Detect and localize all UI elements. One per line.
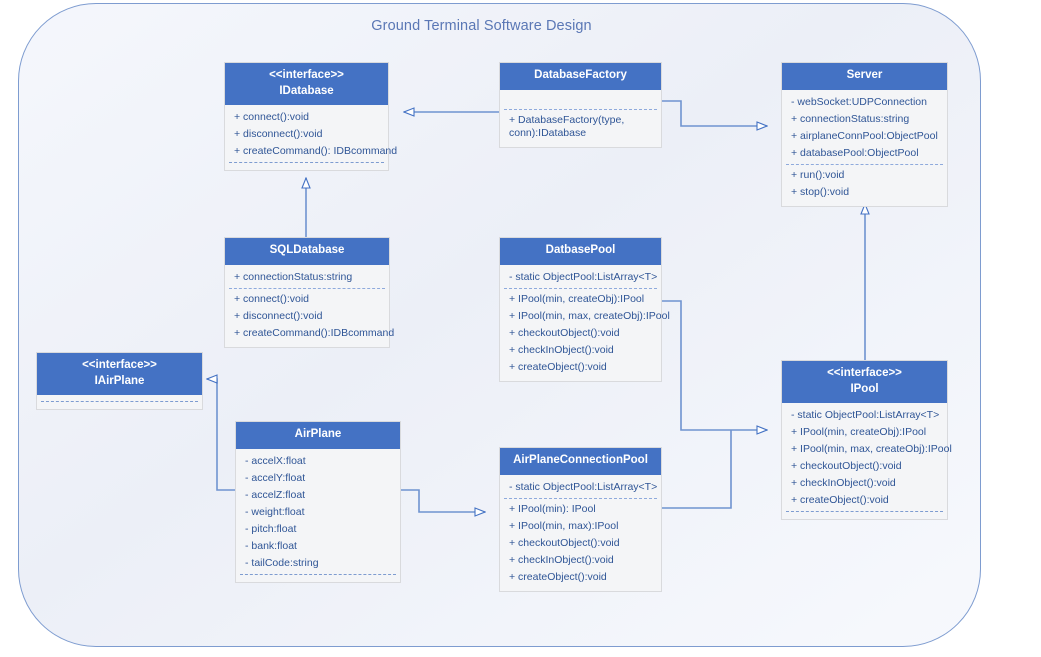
class-header-datbasepool: DatbasePool bbox=[500, 238, 661, 265]
class-attributes-databasefactory: + DatabaseFactory(type, conn):IDatabase bbox=[500, 90, 661, 147]
class-members-iairplane bbox=[37, 395, 202, 409]
member-row: - accelX:float bbox=[245, 454, 306, 467]
member-row: + DatabaseFactory(type, conn):IDatabase bbox=[509, 113, 625, 139]
compartment-divider bbox=[229, 287, 385, 289]
class-members-sqldatabase: + connectionStatus:string + connect():vo… bbox=[225, 265, 395, 347]
member-row: - tailCode:string bbox=[245, 556, 319, 569]
member-row: + IPool(min, max):IPool bbox=[509, 519, 619, 532]
class-box-idatabase[interactable]: <<interface>> IDatabase + connect():void… bbox=[224, 62, 398, 171]
compartment-divider bbox=[504, 497, 657, 499]
member-row: + connectionStatus:string bbox=[234, 270, 353, 283]
empty-compartment bbox=[500, 94, 661, 107]
class-box-airplane[interactable]: AirPlane - accelX:float - accelY:float -… bbox=[235, 421, 401, 583]
class-name-label: SQLDatabase bbox=[269, 244, 345, 256]
class-box-server[interactable]: Server - webSocket:UDPConnection + conne… bbox=[781, 62, 948, 207]
class-members-datbasepool: - static ObjectPool:ListArray<T> + IPool… bbox=[500, 265, 670, 381]
wire-acpool-ipool bbox=[662, 430, 732, 509]
member-row: + IPool(min, max, createObj):IPool bbox=[791, 443, 952, 455]
class-members-idatabase: + connect():void + disconnect():void + c… bbox=[225, 105, 398, 170]
member-row: + checkoutObject():void bbox=[509, 326, 620, 339]
compartment-divider bbox=[240, 573, 396, 575]
member-row: - pitch:float bbox=[245, 522, 297, 535]
class-name-label: IDatabase bbox=[279, 84, 334, 97]
member-row: + disconnect():void bbox=[234, 128, 323, 140]
class-name-label: IPool bbox=[850, 382, 879, 395]
class-box-airplaneconnectionpool[interactable]: AirPlaneConnectionPool - static ObjectPo… bbox=[499, 447, 662, 592]
class-members-airplane: - accelX:float - accelY:float - accelZ:f… bbox=[236, 449, 400, 582]
member-row: + airplaneConnPool:ObjectPool bbox=[791, 129, 938, 142]
member-row: - static ObjectPool:ListArray<T> bbox=[509, 480, 658, 493]
wire-dbfactory-server bbox=[662, 100, 767, 126]
member-row: + IPool(min, createObj):IPool bbox=[791, 426, 927, 438]
member-row: + createCommand():IDBcommand bbox=[234, 326, 395, 339]
class-name-label: DatbasePool bbox=[545, 244, 616, 256]
class-header-sqldatabase: SQLDatabase bbox=[225, 238, 389, 265]
class-box-datbasepool[interactable]: DatbasePool - static ObjectPool:ListArra… bbox=[499, 237, 670, 382]
stereotype-label: <<interface>> bbox=[827, 367, 902, 379]
class-name-label: AirPlaneConnectionPool bbox=[513, 454, 648, 466]
member-row: + disconnect():void bbox=[234, 309, 323, 322]
member-row: + checkoutObject():void bbox=[791, 460, 902, 472]
class-name-label: Server bbox=[846, 69, 883, 81]
compartment-divider bbox=[504, 287, 657, 289]
wire-airplane-acpool bbox=[401, 489, 485, 512]
class-header-idatabase: <<interface>> IDatabase bbox=[225, 63, 388, 105]
member-row: - static ObjectPool:ListArray<T> bbox=[791, 409, 940, 421]
class-box-databasefactory[interactable]: DatabaseFactory + DatabaseFactory(type, … bbox=[499, 62, 662, 148]
class-members-ipool: - static ObjectPool:ListArray<T> + IPool… bbox=[782, 403, 952, 519]
compartment-divider bbox=[786, 511, 943, 512]
member-row: + createObject():void bbox=[791, 494, 889, 506]
member-row: - accelZ:float bbox=[245, 488, 306, 501]
member-row: + checkInObject():void bbox=[791, 477, 896, 489]
compartment-divider bbox=[229, 162, 384, 163]
class-header-databasefactory: DatabaseFactory bbox=[500, 63, 661, 90]
compartment-divider bbox=[786, 163, 943, 165]
member-row: - static ObjectPool:ListArray<T> bbox=[509, 270, 658, 283]
class-members-airplaneconnectionpool: - static ObjectPool:ListArray<T> + IPool… bbox=[500, 475, 661, 591]
class-name-label: AirPlane bbox=[294, 428, 342, 440]
class-members-server: - webSocket:UDPConnection + connectionSt… bbox=[782, 90, 947, 206]
compartment-divider bbox=[504, 108, 657, 110]
class-header-ipool: <<interface>> IPool bbox=[782, 361, 947, 403]
class-header-airplane: AirPlane bbox=[236, 422, 400, 449]
member-row: - accelY:float bbox=[245, 471, 306, 484]
member-row: + checkInObject():void bbox=[509, 343, 614, 356]
compartment-divider bbox=[41, 401, 198, 402]
member-row: + connectionStatus:string bbox=[791, 112, 910, 125]
member-row: + IPool(min): IPool bbox=[509, 502, 596, 515]
stereotype-label: <<interface>> bbox=[82, 359, 157, 371]
member-row: + stop():void bbox=[791, 185, 850, 198]
class-header-iairplane: <<interface>> IAirPlane bbox=[37, 353, 202, 395]
class-box-ipool[interactable]: <<interface>> IPool - static ObjectPool:… bbox=[781, 360, 952, 520]
class-name-label: IAirPlane bbox=[94, 374, 145, 387]
wire-airplane-iairplane bbox=[207, 379, 235, 491]
member-row: + databasePool:ObjectPool bbox=[791, 146, 919, 159]
class-name-label: DatabaseFactory bbox=[534, 69, 627, 81]
member-row: + IPool(min, max, createObj):IPool bbox=[509, 309, 670, 322]
member-row: - bank:float bbox=[245, 539, 297, 552]
wire-dbpool-ipool bbox=[662, 300, 767, 430]
member-row: + run():void bbox=[791, 168, 845, 181]
member-row: + connect():void bbox=[234, 111, 309, 123]
member-row: + checkInObject():void bbox=[509, 553, 614, 566]
class-header-airplaneconnectionpool: AirPlaneConnectionPool bbox=[500, 448, 661, 475]
member-row: + checkoutObject():void bbox=[509, 536, 620, 549]
class-box-sqldatabase[interactable]: SQLDatabase + connectionStatus:string + … bbox=[224, 237, 395, 348]
member-row: + IPool(min, createObj):IPool bbox=[509, 292, 645, 305]
member-row: + createObject():void bbox=[509, 570, 607, 583]
diagram-title: Ground Terminal Software Design bbox=[371, 18, 592, 34]
member-row: - weight:float bbox=[245, 505, 305, 518]
member-row: + connect():void bbox=[234, 292, 309, 305]
class-header-server: Server bbox=[782, 63, 947, 90]
member-row: + createObject():void bbox=[509, 360, 607, 373]
class-box-iairplane[interactable]: <<interface>> IAirPlane bbox=[36, 352, 203, 410]
stereotype-label: <<interface>> bbox=[269, 69, 344, 81]
member-row: - webSocket:UDPConnection bbox=[791, 95, 927, 108]
member-row: + createCommand(): IDBcommand bbox=[234, 145, 398, 157]
